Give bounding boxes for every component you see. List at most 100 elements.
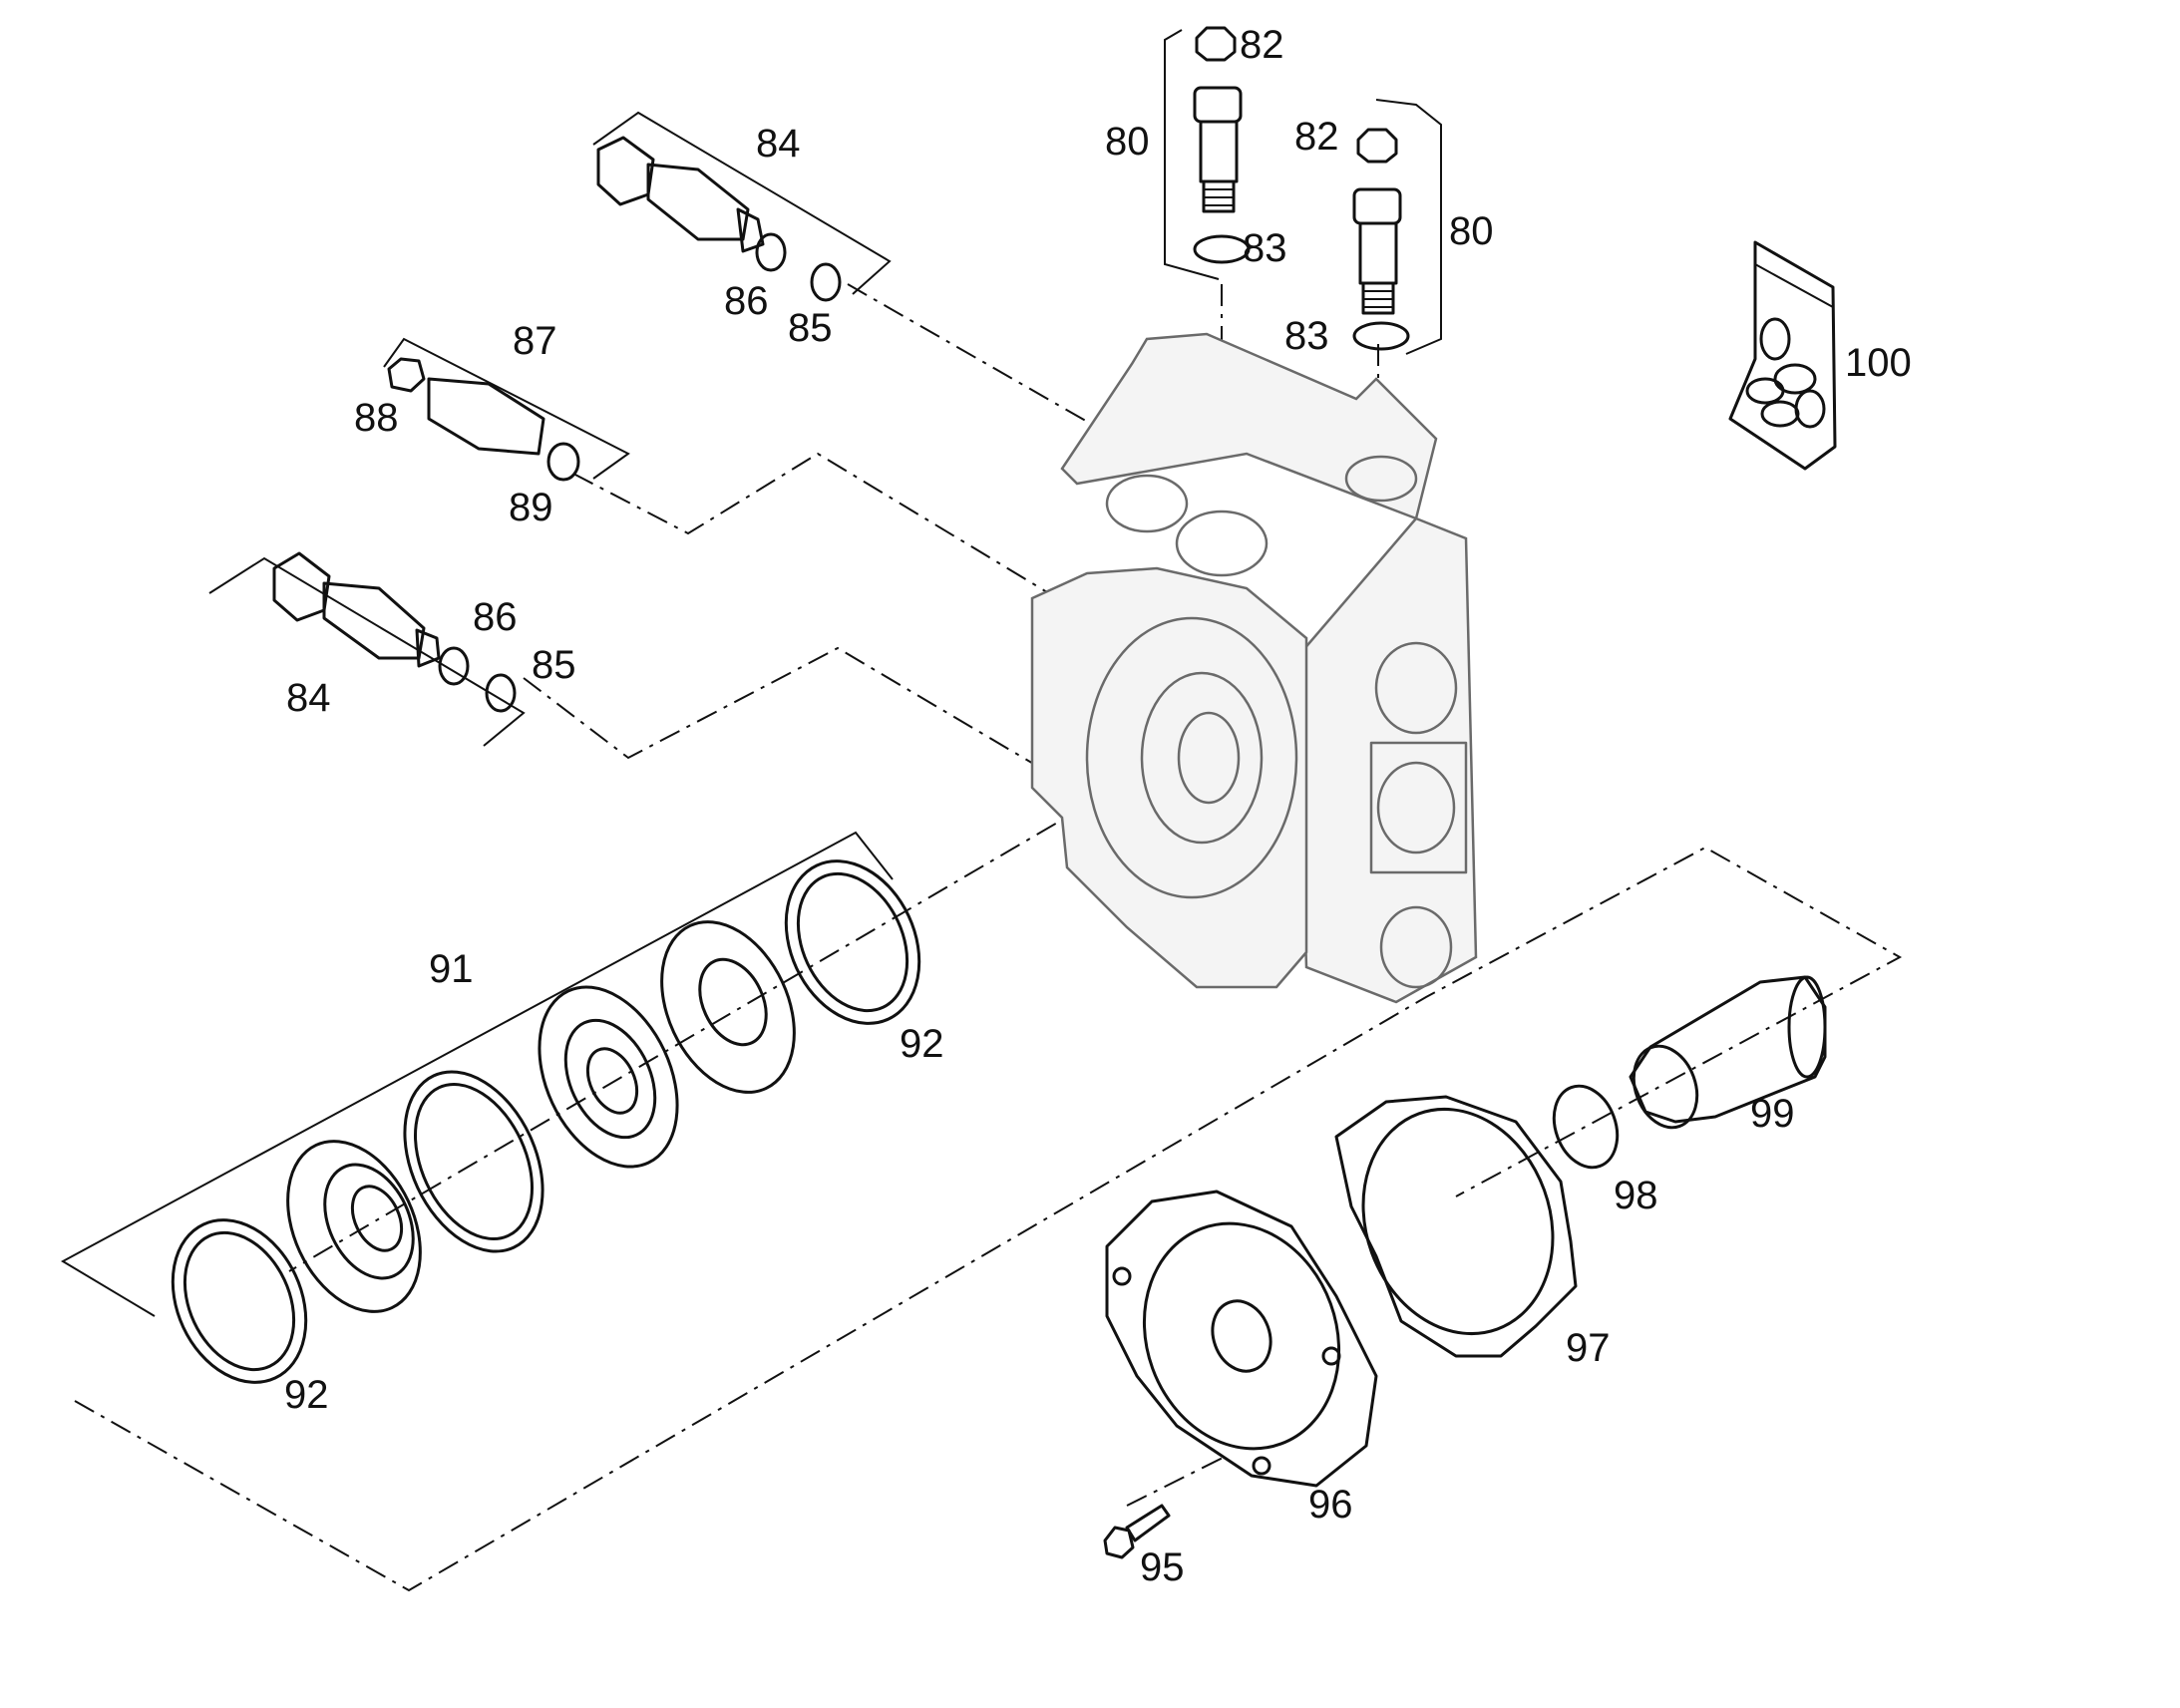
group-91 — [60, 831, 921, 1384]
valve-80-right-head — [1352, 187, 1402, 225]
cover-96-bore — [1211, 1299, 1272, 1373]
gasket-97-inner — [1361, 1107, 1555, 1336]
label-99: 99 — [1750, 1092, 1795, 1136]
part-labels: 82 80 82 83 80 83 84 86 85 87 88 89 100 … — [284, 23, 1912, 1589]
oring-83-right — [1352, 321, 1410, 351]
port-top-center — [1175, 510, 1269, 577]
bracket-80-right — [1375, 99, 1442, 355]
port-right-middle-box — [1369, 741, 1468, 874]
label-82-b: 82 — [1294, 115, 1339, 159]
cover-96-outline — [1105, 1190, 1378, 1488]
valve-84-bottom — [208, 551, 526, 747]
valve-80-right-body — [1358, 221, 1398, 285]
port-top-right — [1344, 455, 1418, 503]
axis-screw-95 — [1126, 1455, 1228, 1507]
bracket-91 — [60, 831, 894, 1317]
seal-kit-100 — [1728, 240, 1837, 471]
shaft-99-end — [1787, 975, 1827, 1079]
valve-80-left — [1164, 26, 1251, 280]
ring-large — [403, 1070, 545, 1253]
housing-bore-core — [1177, 711, 1241, 805]
cap-82-left — [1195, 26, 1237, 62]
label-85-a: 85 — [788, 306, 833, 350]
label-82-a: 82 — [1240, 23, 1284, 67]
axis-valve-84-bottom — [523, 646, 1058, 779]
label-84-b: 84 — [286, 676, 331, 720]
nut-88 — [387, 357, 426, 393]
valve-84-bottom-tip — [415, 628, 441, 668]
housing-right-face — [1294, 516, 1478, 1004]
housing-front-face — [1030, 566, 1308, 989]
axis-valve-84-top — [847, 283, 1118, 440]
port-top-left — [1105, 474, 1189, 533]
valve-80-right — [1352, 99, 1442, 355]
label-85-b: 85 — [532, 643, 576, 687]
label-80-a: 80 — [1105, 120, 1150, 164]
oring-86-top — [755, 232, 787, 272]
label-88: 88 — [354, 396, 399, 440]
label-92-a: 92 — [900, 1022, 944, 1066]
bracket-84-top — [592, 111, 892, 295]
label-89: 89 — [509, 486, 553, 529]
valve-84-bottom-body — [322, 581, 426, 660]
cover-96 — [1105, 1190, 1378, 1488]
housing-bore-outer — [1085, 616, 1298, 899]
plate-left — [286, 1140, 422, 1313]
bracket-84-bottom — [208, 556, 526, 747]
label-87: 87 — [513, 319, 557, 363]
label-96: 96 — [1308, 1483, 1353, 1527]
snap-ring-98 — [1552, 1084, 1620, 1170]
screw-95 — [1103, 1504, 1171, 1559]
label-91: 91 — [429, 947, 474, 991]
plate-right — [660, 920, 796, 1094]
housing-top-face — [1060, 332, 1438, 520]
motor-housing — [1030, 332, 1478, 1004]
label-95: 95 — [1140, 1545, 1185, 1589]
seal-kit-bag — [1728, 240, 1837, 471]
ring-92-right — [784, 859, 921, 1025]
label-86-b: 86 — [473, 595, 518, 639]
valve-80-left-body — [1199, 120, 1239, 183]
cover-96-face — [1142, 1221, 1341, 1451]
valve-80-left-head — [1193, 86, 1243, 124]
label-100: 100 — [1845, 341, 1912, 385]
valve-84-top-tip — [736, 207, 765, 253]
axis-loop-lower — [74, 846, 1903, 1592]
port-right-upper — [1374, 641, 1458, 735]
oring-83-left — [1193, 234, 1251, 264]
valve-87 — [383, 337, 630, 482]
port-right-middle — [1376, 761, 1456, 854]
gasket-97-outline — [1334, 1095, 1578, 1358]
valve-84-top-body — [646, 163, 750, 241]
label-98: 98 — [1614, 1174, 1658, 1217]
oring-89 — [546, 442, 580, 482]
label-86-a: 86 — [724, 279, 769, 323]
gear-rotor — [538, 985, 679, 1169]
cover-96-hole-b — [1321, 1346, 1341, 1366]
assembly-axes — [74, 283, 1903, 1592]
housing-bore-inner — [1140, 671, 1264, 845]
axis-valve-87 — [572, 452, 1058, 599]
oring-85-bottom — [485, 673, 517, 713]
oring-85-top — [810, 262, 842, 302]
shaft-99-spline — [1632, 1044, 1699, 1130]
bracket-87 — [383, 337, 630, 480]
cover-96-hole-a — [1112, 1266, 1132, 1286]
valve-84-bottom-nut — [272, 551, 331, 622]
port-right-lower — [1379, 905, 1453, 989]
valve-84-top-nut — [596, 136, 655, 206]
label-80-b: 80 — [1449, 209, 1494, 253]
cover-96-hole-c — [1252, 1456, 1272, 1476]
gasket-97 — [1334, 1095, 1578, 1358]
valve-84-top — [592, 111, 892, 302]
bracket-80-left — [1164, 29, 1220, 280]
label-97: 97 — [1566, 1326, 1611, 1370]
cap-82-right — [1356, 128, 1398, 164]
label-83-a: 83 — [1243, 226, 1287, 270]
label-84-a: 84 — [756, 122, 801, 166]
label-83-b: 83 — [1284, 314, 1329, 358]
ring-92-left — [171, 1218, 308, 1384]
label-92-b: 92 — [284, 1373, 329, 1417]
